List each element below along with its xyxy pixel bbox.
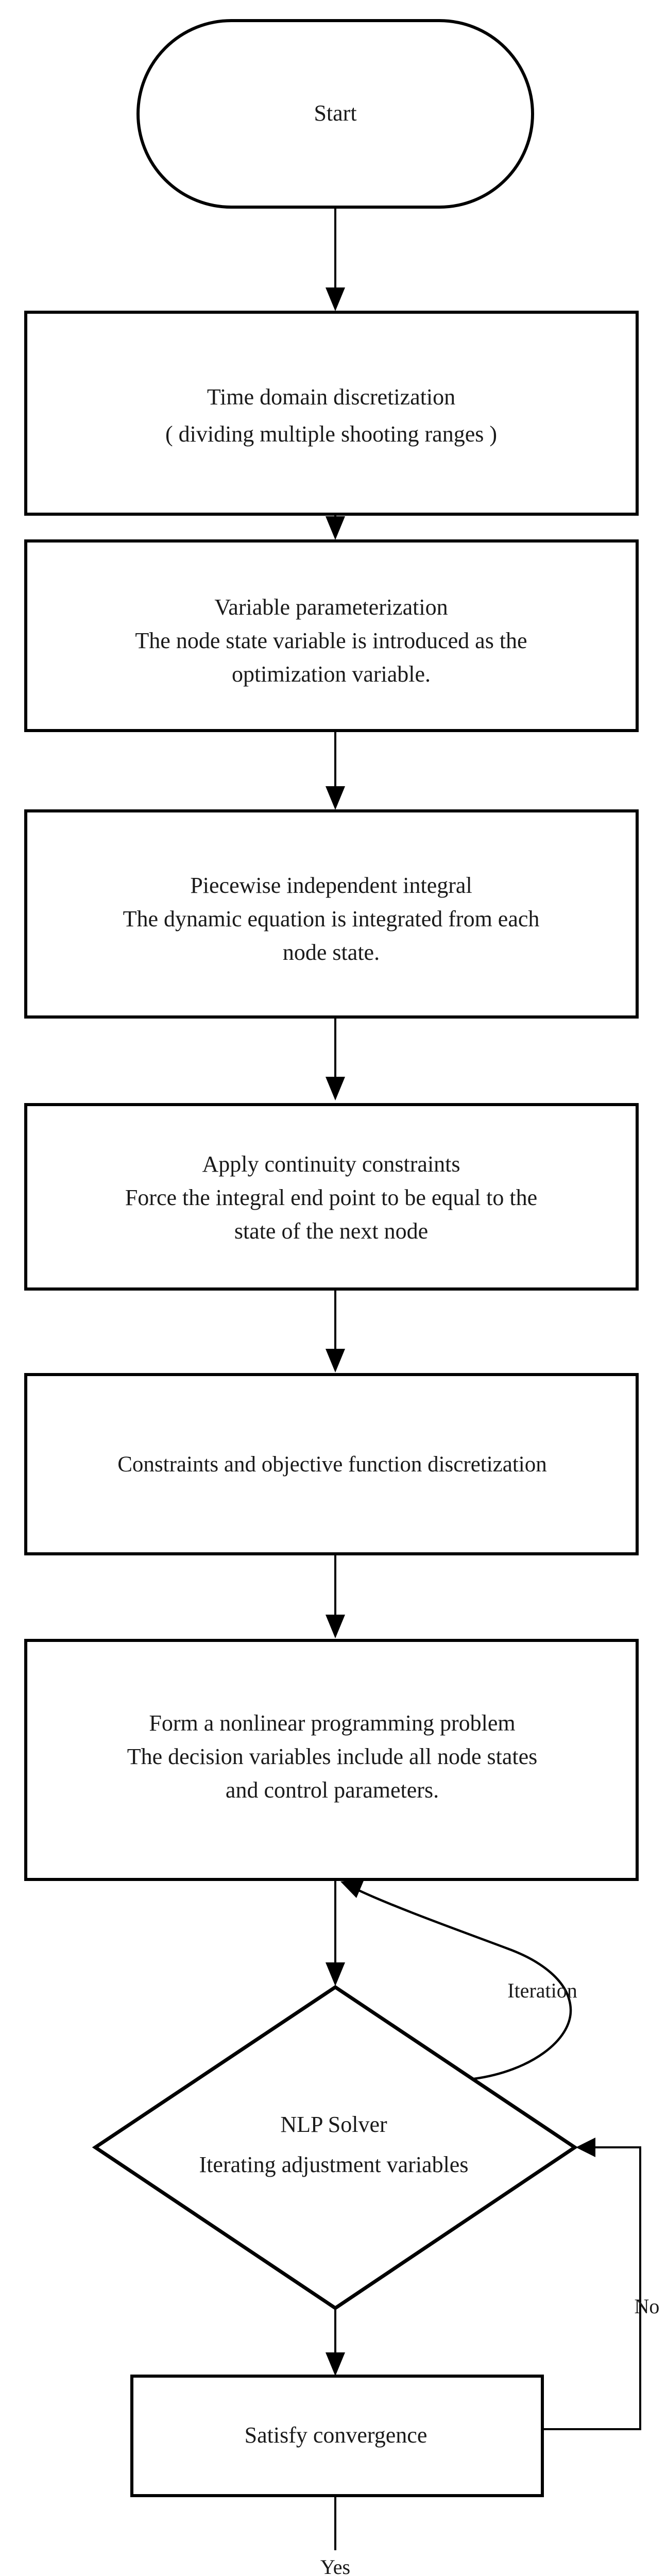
decision-line2: Iterating adjustment variables (199, 2152, 469, 2177)
connector-step4-to-step5 (326, 1289, 345, 1372)
connector-start-to-step1 (326, 207, 345, 311)
node-step6[interactable]: Form a nonlinear programming problem The… (24, 1639, 639, 1881)
step3-shape (24, 809, 639, 1019)
node-decision[interactable]: NLP Solver Iterating adjustment variable… (92, 1985, 578, 2311)
step4-line1: Apply continuity constraints (202, 1151, 460, 1177)
step2-line3: optimization variable. (232, 662, 431, 687)
step5-shape (24, 1373, 639, 1555)
arrowhead-icon (340, 1878, 365, 1898)
step6-line3: and control parameters. (226, 1777, 439, 1803)
step5-line1: Constraints and objective function discr… (117, 1452, 547, 1477)
connector-step6-to-decision (326, 1879, 345, 1986)
arrowhead-icon (326, 516, 345, 540)
step1-line2: ( dividing multiple shooting ranges ) (165, 421, 497, 447)
step6-shape (24, 1639, 639, 1881)
converge-shape (130, 2375, 544, 2497)
connector-iteration-loop: Iteration (340, 1878, 577, 2080)
decision-shape (92, 1985, 578, 2311)
connector-step2-to-step3 (326, 731, 345, 810)
arrowhead-icon (326, 1349, 345, 1372)
node-step1[interactable]: Time domain discretization ( dividing mu… (24, 311, 639, 516)
yes-label: Yes (320, 2555, 350, 2576)
arrowhead-icon (326, 786, 345, 810)
decision-line1: NLP Solver (280, 2112, 387, 2137)
step3-line3: node state. (283, 940, 380, 965)
no-label: No (635, 2295, 660, 2318)
step2-line1: Variable parameterization (214, 595, 448, 620)
step2-line2: The node state variable is introduced as… (135, 628, 527, 653)
step2-shape (24, 539, 639, 732)
step1-shape (24, 311, 639, 516)
step4-shape (24, 1103, 639, 1291)
node-start[interactable]: Start (136, 19, 534, 209)
iteration-label: Iteration (507, 1979, 577, 2002)
node-step2[interactable]: Variable parameterization The node state… (24, 539, 639, 732)
node-converge[interactable]: Satisfy convergence (130, 2375, 544, 2497)
step6-line1: Form a nonlinear programming problem (149, 1710, 515, 1736)
arrowhead-icon (326, 287, 345, 311)
connector-step1-to-step2 (326, 514, 345, 540)
node-step3[interactable]: Piecewise independent integral The dynam… (24, 809, 639, 1019)
connector-step3-to-step4 (326, 1017, 345, 1100)
node-step4[interactable]: Apply continuity constraints Force the i… (24, 1103, 639, 1291)
connector-decision-to-converge (326, 2308, 345, 2376)
converge-line1: Satisfy convergence (245, 2422, 427, 2448)
step4-line2: Force the integral end point to be equal… (125, 1185, 537, 1210)
node-step5[interactable]: Constraints and objective function discr… (24, 1373, 639, 1555)
arrowhead-icon (326, 1962, 345, 1986)
step3-line1: Piecewise independent integral (190, 873, 472, 898)
connector-converge-to-output: Yes (320, 2496, 350, 2576)
step6-line2: The decision variables include all node … (127, 1744, 538, 1769)
step4-line3: state of the next node (234, 1218, 428, 1244)
connector-no-loop: No (542, 2138, 660, 2430)
step3-line2: The dynamic equation is integrated from … (123, 906, 540, 931)
arrowhead-icon (326, 1077, 345, 1100)
arrowhead-icon (576, 2138, 595, 2157)
connector-step5-to-step6 (326, 1554, 345, 1638)
start-label: Start (314, 100, 356, 126)
arrowhead-icon (326, 2352, 345, 2376)
step1-line1: Time domain discretization (207, 384, 455, 410)
arrowhead-icon (326, 1615, 345, 1638)
